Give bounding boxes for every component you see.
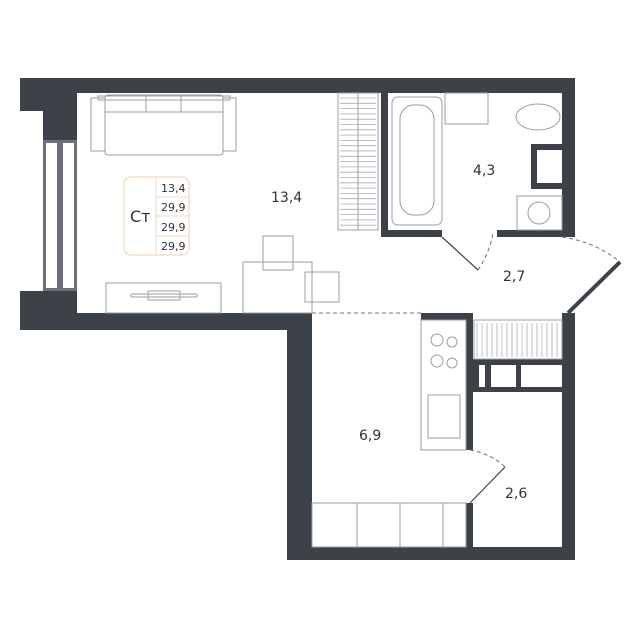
walls	[20, 78, 575, 560]
doors	[312, 232, 622, 504]
room-area-storage: 2,6	[505, 486, 527, 502]
room-area-hall: 2,7	[503, 269, 525, 285]
room-area-living: 13,4	[271, 190, 302, 206]
room-area-bathroom: 4,3	[473, 163, 495, 179]
badge-value: 13,4	[161, 182, 186, 195]
badge-value: 29,9	[161, 240, 186, 253]
badge-value: 29,9	[161, 221, 186, 234]
apartment-badge: Ст 13,4 29,9 29,9 29,9	[123, 176, 190, 256]
furniture	[90, 92, 563, 548]
window	[43, 140, 77, 291]
badge-type: Ст	[130, 207, 151, 226]
badge-value: 29,9	[161, 201, 186, 214]
wardrobe-lines	[340, 97, 558, 357]
room-area-kitchen: 6,9	[359, 428, 381, 444]
